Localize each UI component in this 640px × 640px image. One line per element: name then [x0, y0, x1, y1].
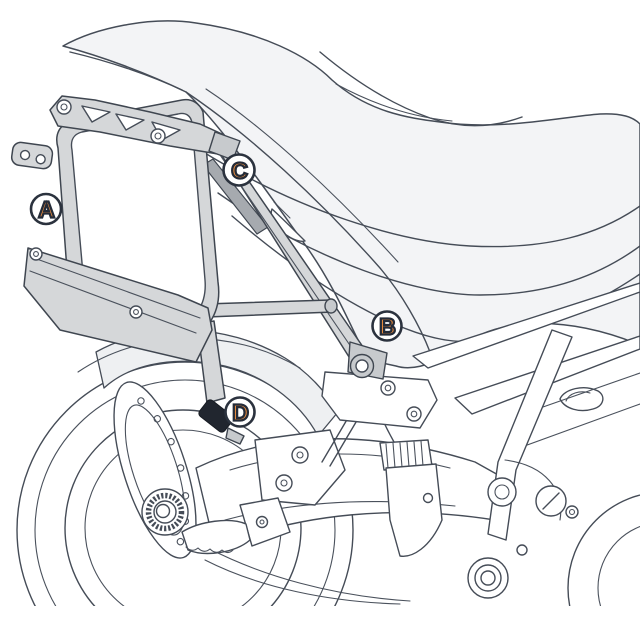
- callout-c-circle: [222, 153, 256, 187]
- wheel-hub: [141, 488, 189, 536]
- strut-joint: [324, 298, 338, 314]
- tire-inner: [34, 379, 336, 640]
- callout-a: A: [29, 192, 63, 226]
- clamp-pivot-inner: [355, 359, 369, 373]
- screw-slot: [542, 492, 560, 510]
- side-crease-1: [199, 149, 640, 248]
- callout-c: C: [222, 153, 256, 187]
- case-pin-2: [129, 305, 143, 319]
- callout-b-circle: [371, 310, 403, 342]
- bottom-margin: [0, 606, 640, 640]
- rack-plate: [23, 247, 213, 363]
- underseat-edge-1: [185, 91, 431, 353]
- engine-case-outer: [567, 494, 640, 640]
- callout-c-label: C: [231, 158, 247, 184]
- linkage-hole-2: [275, 474, 293, 492]
- callouts: A B C D: [29, 153, 403, 428]
- underseat-edge-2: [205, 88, 399, 263]
- linkage-hole-1: [291, 446, 309, 464]
- peg-bolt: [255, 515, 269, 529]
- pannier-rack: [10, 95, 388, 445]
- callout-a-circle: [29, 192, 63, 226]
- slim-vent-line: [273, 201, 291, 219]
- rack-top-bracket: [49, 95, 241, 161]
- case-pin-1: [29, 247, 43, 261]
- tail-bodywork: [62, 20, 640, 412]
- frame-right-group: [321, 282, 640, 640]
- hanger-hole-1: [380, 380, 396, 396]
- callout-d: D: [224, 396, 256, 428]
- chain-upper: [207, 547, 411, 602]
- rear-clamp-B: [347, 341, 388, 380]
- footpeg: [181, 519, 251, 555]
- frame-line-2: [507, 403, 640, 453]
- bracket-bolt-2: [150, 128, 166, 144]
- tire-outer: [16, 361, 354, 640]
- callout-d-label: D: [232, 400, 248, 426]
- rim-outer: [64, 409, 302, 640]
- shock-bolt: [422, 492, 434, 504]
- tail-crease-front: [69, 51, 183, 91]
- chain-lower: [204, 559, 401, 605]
- teardrop-vent: [559, 387, 604, 412]
- callout-b: B: [371, 310, 403, 342]
- spacer-bushing: [198, 399, 234, 433]
- rack-rear-arm-edge: [217, 151, 361, 361]
- rack-cross-strut: [204, 299, 334, 318]
- callout-a-label: A: [38, 197, 54, 223]
- frame-pivot: [487, 477, 517, 507]
- hanger-hole-2: [406, 406, 422, 422]
- seat-line-2: [335, 83, 453, 122]
- shock-body: [385, 463, 443, 557]
- bracket-bolt-1: [56, 99, 72, 115]
- axle-nut-ribs: [145, 492, 185, 532]
- peg-hanger-plate: [321, 371, 438, 429]
- spacer-tip: [225, 427, 245, 445]
- callout-b-label: B: [379, 314, 395, 340]
- rack-front-tab: [10, 141, 54, 170]
- adjuster-ribs: [385, 440, 424, 469]
- callout-d-circle: [224, 396, 256, 428]
- small-bolt: [565, 505, 579, 519]
- case-bolt: [516, 544, 528, 556]
- engine-case-inner: [597, 525, 640, 640]
- rack-plate-creases: [29, 257, 201, 334]
- side-crease-2: [217, 192, 640, 296]
- footpeg-serration: [185, 546, 234, 554]
- subframe-wedge-1: [412, 282, 640, 369]
